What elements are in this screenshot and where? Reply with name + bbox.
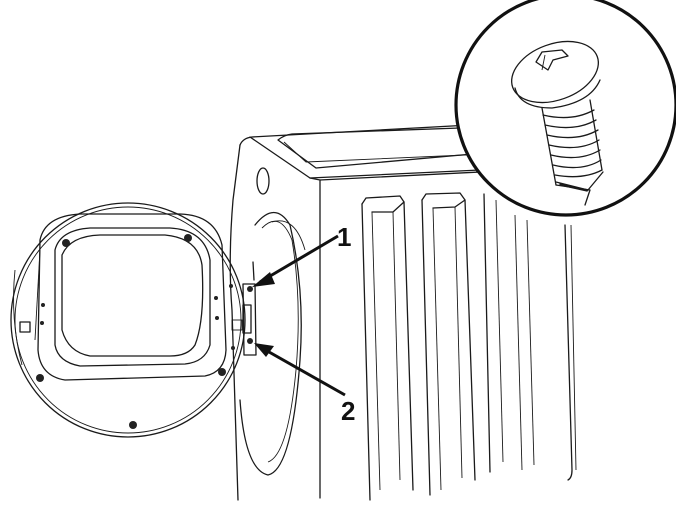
callout-label-2: 2 bbox=[341, 396, 356, 426]
door-hinge bbox=[242, 261, 257, 356]
callout-arrow-1 bbox=[252, 234, 339, 287]
screw-icon bbox=[510, 40, 604, 206]
knob-icon bbox=[256, 167, 270, 195]
open-door bbox=[10, 202, 246, 438]
callout-arrow-2 bbox=[254, 343, 346, 397]
hinge-screw-upper bbox=[247, 286, 253, 292]
door-screws bbox=[36, 234, 235, 429]
callout-label-1: 1 bbox=[337, 222, 352, 252]
dryer-cabinet bbox=[229, 124, 577, 501]
screw-inset bbox=[454, 0, 676, 217]
hinge-screw-lower bbox=[247, 338, 253, 344]
